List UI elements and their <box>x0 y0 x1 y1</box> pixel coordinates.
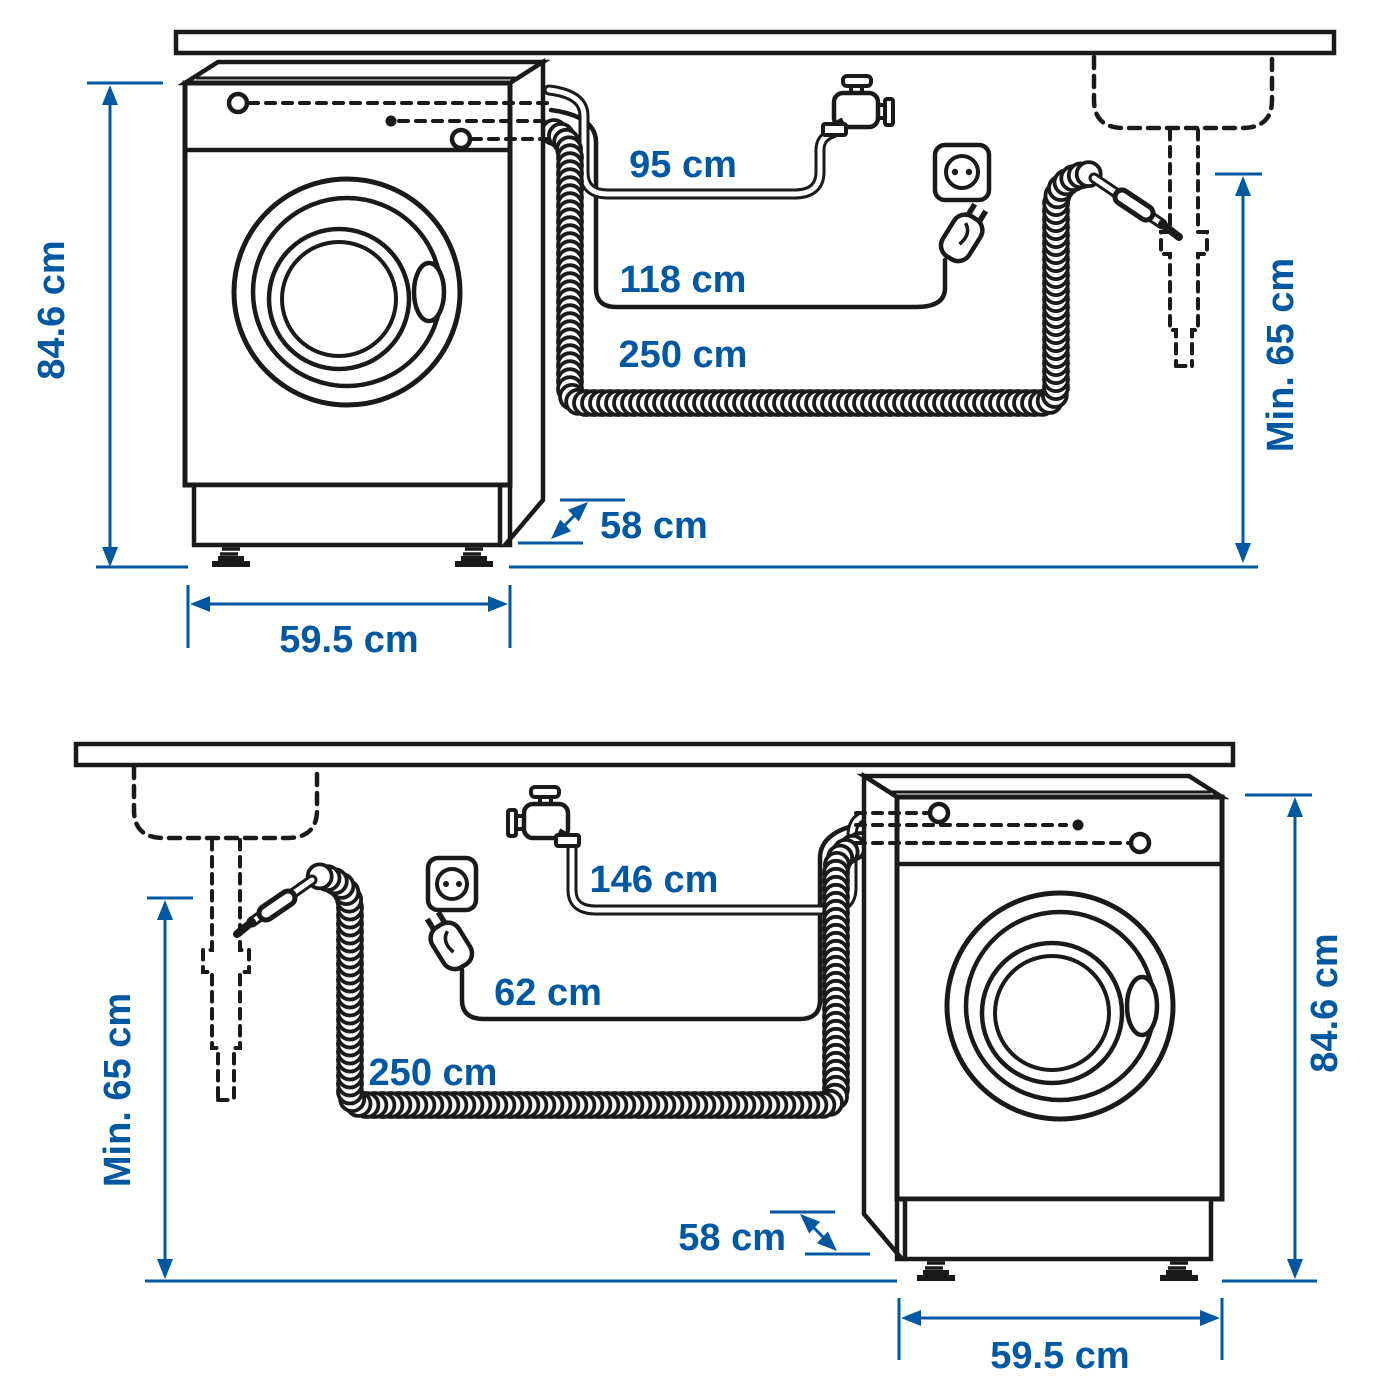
label-min-drain-height: Min. 65 cm <box>97 993 139 1187</box>
label-machine-height: 84.6 cm <box>31 240 73 379</box>
power-outlet-icon <box>425 855 479 913</box>
label-drain-hose-length: 250 cm <box>619 334 748 376</box>
drain-pipe-icon <box>201 838 251 1102</box>
connection-markers <box>854 801 1152 855</box>
label-supply-hose-length: 146 cm <box>590 859 719 901</box>
dimension-height: 84.6 cm <box>31 81 163 567</box>
dimension-width: 59.5 cm <box>186 585 512 661</box>
adjustable-foot <box>212 547 250 567</box>
countertop <box>73 741 1236 768</box>
diagram-machine-left: 84.6 cm Min. 65 cm 59.5 cm 58 cm 95 cm <box>31 29 1337 661</box>
dimension-min-drain-height: Min. 65 cm <box>97 896 193 1279</box>
sink-icon <box>131 764 320 841</box>
power-cord <box>548 107 948 310</box>
power-plug-icon <box>424 910 475 972</box>
door-handle <box>1124 974 1160 1038</box>
dimension-depth: 58 cm <box>678 1210 870 1259</box>
countertop <box>173 29 1337 56</box>
label-drain-hose-length: 250 cm <box>369 1052 498 1094</box>
washing-machine <box>177 57 553 567</box>
label-min-drain-height: Min. 65 cm <box>1260 258 1302 452</box>
drain-hose-end <box>233 874 318 938</box>
label-power-cord-length: 62 cm <box>494 972 602 1014</box>
sink-icon <box>1091 54 1275 131</box>
label-supply-hose-length: 95 cm <box>629 144 737 186</box>
adjustable-foot <box>455 547 493 567</box>
water-tap-icon <box>821 74 895 137</box>
door-drum <box>231 176 463 408</box>
door-drum <box>944 890 1176 1122</box>
label-machine-width: 59.5 cm <box>990 1335 1129 1377</box>
label-machine-width: 59.5 cm <box>279 619 418 661</box>
label-machine-depth: 58 cm <box>600 505 708 547</box>
power-outlet-icon <box>932 142 992 203</box>
water-supply-hose <box>543 84 839 200</box>
diagram-machine-right: Min. 65 cm 84.6 cm 59.5 cm 58 cm 146 cm <box>73 741 1346 1377</box>
adjustable-foot <box>917 1261 955 1281</box>
dimension-depth: 58 cm <box>518 498 708 547</box>
label-power-cord-length: 118 cm <box>620 259 747 301</box>
dimension-min-drain-height: Min. 65 cm <box>1215 172 1302 563</box>
label-machine-depth: 58 cm <box>678 1217 786 1259</box>
power-plug-icon <box>938 202 989 264</box>
washing-machine <box>854 771 1230 1281</box>
dimension-height: 84.6 cm <box>1245 793 1346 1279</box>
water-tap-icon <box>506 785 581 848</box>
label-machine-height: 84.6 cm <box>1304 933 1346 1072</box>
drain-hose-end <box>1088 172 1183 241</box>
drain-pipe-icon <box>1159 128 1209 368</box>
power-cord <box>459 822 861 1022</box>
dimension-width: 59.5 cm <box>897 1298 1224 1377</box>
door-handle <box>411 260 447 324</box>
connection-markers <box>226 91 553 151</box>
adjustable-foot <box>1160 1261 1198 1281</box>
